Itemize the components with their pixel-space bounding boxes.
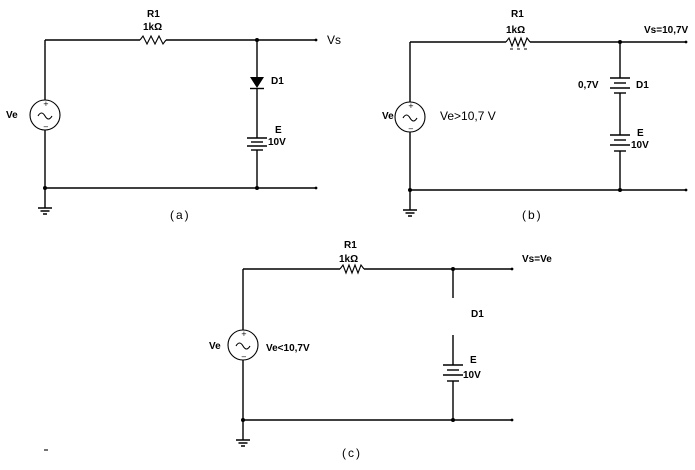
svg-text:+: + (241, 330, 247, 338)
circuit-b-resistor-value: 1kΩ (506, 25, 525, 36)
circuit-b-resistor (505, 36, 531, 48)
circuit-b-diode-battery (610, 77, 630, 94)
circuit-a-resistor-name: R1 (147, 9, 160, 20)
circuit-c: R1 1kΩ Vs=Ve + − Ve Ve<10,7V D1 E 10V (209, 240, 552, 460)
circuit-a-battery-value: 10V (268, 137, 286, 148)
circuit-c-condition: Ve<10,7V (266, 343, 310, 354)
svg-text:−: − (43, 123, 49, 131)
circuit-c-resistor-value: 1kΩ (339, 254, 358, 265)
svg-text:+: + (43, 100, 49, 108)
circuit-b-ac-source: + − (394, 101, 426, 133)
circuit-c-output-label: Vs=Ve (522, 254, 552, 265)
circuit-a-bottom-terminal (314, 186, 318, 190)
circuit-b-output-label: Vs=10,7V (644, 25, 689, 36)
circuit-a-output-terminal (314, 38, 318, 42)
circuit-c-battery (443, 364, 463, 382)
circuit-b-condition: Ve>10,7 V (440, 109, 496, 123)
circuit-b-bottom-terminal (684, 188, 688, 192)
circuit-c-output-terminal (510, 267, 514, 271)
circuit-c-resistor (339, 263, 365, 275)
circuit-a-source-label: Ve (6, 110, 18, 121)
circuit-b-output-terminal (684, 40, 688, 44)
circuit-b-battery-name: E (637, 128, 644, 139)
circuit-a-ground-icon (38, 188, 52, 215)
circuit-b-diode-drop: 0,7V (578, 80, 599, 91)
circuit-a: R1 1kΩ Vs + − Ve D1 E 10V (6, 9, 341, 222)
circuit-b-caption: (b) (522, 208, 543, 222)
circuit-c-ground-icon (236, 420, 250, 447)
svg-text:−: − (241, 353, 247, 361)
circuit-a-resistor-value: 1kΩ (143, 22, 162, 33)
circuit-b-source-label: Ve (382, 111, 394, 122)
circuit-a-battery (247, 137, 267, 151)
svg-text:−: − (408, 125, 414, 133)
circuit-b-battery-value: 10V (631, 140, 649, 151)
circuit-a-diode-label: D1 (271, 76, 284, 87)
circuit-b-battery (610, 134, 630, 152)
circuit-c-bottom-terminal (510, 418, 514, 422)
circuit-a-diode (250, 77, 264, 90)
circuit-b-diode-label: D1 (636, 80, 649, 91)
circuit-a-output-label: Vs (327, 33, 341, 47)
circuit-a-ac-source: + − (29, 99, 61, 131)
circuit-c-ac-source: + − (227, 329, 259, 361)
circuit-c-resistor-name: R1 (344, 240, 357, 251)
circuit-a-battery-name: E (275, 125, 282, 136)
circuit-c-battery-name: E (470, 355, 477, 366)
circuit-b-resistor-name: R1 (511, 9, 524, 20)
circuit-a-resistor (139, 34, 167, 46)
circuit-c-diode-label: D1 (471, 309, 484, 320)
circuit-a-caption: (a) (170, 208, 191, 222)
circuit-b-ground-icon (403, 190, 417, 217)
circuit-c-source-label: Ve (209, 341, 221, 352)
circuit-c-caption: (c) (342, 446, 362, 460)
circuit-b: R1 1kΩ Vs=10,7V + − Ve Ve>10,7 V 0,7V D1 (382, 9, 689, 222)
circuit-c-battery-value: 10V (463, 370, 481, 381)
svg-text:+: + (408, 102, 414, 110)
